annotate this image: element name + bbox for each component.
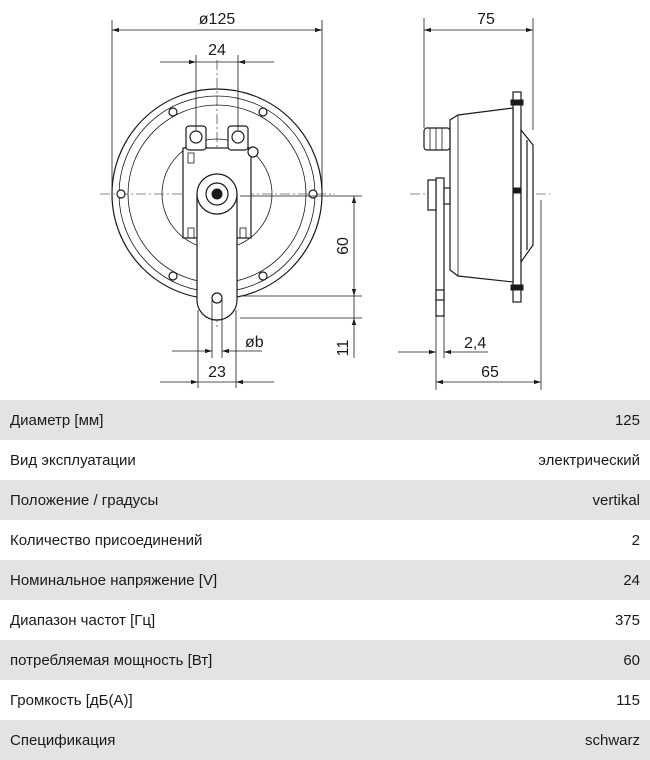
spec-value: schwarz	[584, 731, 640, 749]
spec-value: 24	[623, 571, 640, 589]
spec-label: Громкость [дБ(А)]	[10, 691, 133, 709]
spec-value: 2	[631, 531, 640, 549]
mounting-hole-icon	[116, 189, 126, 199]
spec-label: Диаметр [мм]	[10, 411, 104, 429]
spec-label: Положение / градусы	[10, 491, 159, 509]
spec-label: Количество присоединений	[10, 531, 203, 549]
horn-body	[449, 107, 514, 283]
spec-label: Вид эксплуатации	[10, 451, 136, 469]
dim-11-label: 11	[335, 340, 352, 357]
side-bracket	[435, 177, 445, 317]
spec-row: Диапазон частот [Гц] 375	[0, 600, 650, 640]
spec-row: Вид эксплуатации электрический	[0, 440, 650, 480]
spec-value: 115	[616, 691, 640, 709]
spec-value: vertikal	[592, 491, 640, 509]
dim-65-label: 65	[481, 364, 499, 381]
technical-drawing: ø125 24 60 11 øb 23	[100, 11, 550, 390]
spec-value: 60	[623, 651, 640, 669]
dim-24-label: 24	[208, 42, 226, 59]
connector-icon	[423, 127, 451, 151]
spec-row: Спецификация schwarz	[0, 720, 650, 760]
spec-row: Диаметр [мм] 125	[0, 400, 650, 440]
mounting-hole-icon	[258, 107, 268, 117]
mounting-hole-icon	[168, 271, 178, 281]
spec-value: 125	[614, 411, 640, 429]
spec-value: 375	[614, 611, 640, 629]
dim-60-label: 60	[335, 237, 352, 255]
mounting-hole-icon	[308, 189, 318, 199]
flange-plate	[512, 91, 522, 303]
spec-value: электрический	[538, 451, 640, 469]
spec-label: Номинальное напряжение [V]	[10, 571, 218, 589]
horn-drawing-svg: ø125 24 60 11 øb 23	[100, 11, 550, 390]
spec-label: потребляемая мощность [Вт]	[10, 651, 213, 669]
spec-row: Количество присоединений 2	[0, 520, 650, 560]
spec-label: Спецификация	[10, 731, 116, 749]
mounting-hole-icon	[258, 271, 268, 281]
spec-row: Номинальное напряжение [V] 24	[0, 560, 650, 600]
spec-row: потребляемая мощность [Вт] 60	[0, 640, 650, 680]
spec-table: Диаметр [мм] 125 Вид эксплуатации электр…	[0, 400, 650, 760]
spec-label: Диапазон частот [Гц]	[10, 611, 156, 629]
dim-75-label: 75	[477, 11, 495, 28]
front-view: ø125 24 60 11 øb 23	[100, 11, 362, 388]
spec-row: Громкость [дБ(А)] 115	[0, 680, 650, 720]
side-view: 75 2,4 65	[398, 11, 550, 390]
dim-b-label: øb	[245, 334, 264, 351]
bracket-hole-icon	[211, 292, 223, 304]
dim-diameter-label: ø125	[199, 11, 236, 28]
bracket-arm	[196, 193, 238, 321]
dim-23-label: 23	[208, 364, 226, 381]
dim-2-4-label: 2,4	[464, 335, 486, 352]
spec-row: Положение / градусы vertikal	[0, 480, 650, 520]
mounting-hole-icon	[168, 107, 178, 117]
